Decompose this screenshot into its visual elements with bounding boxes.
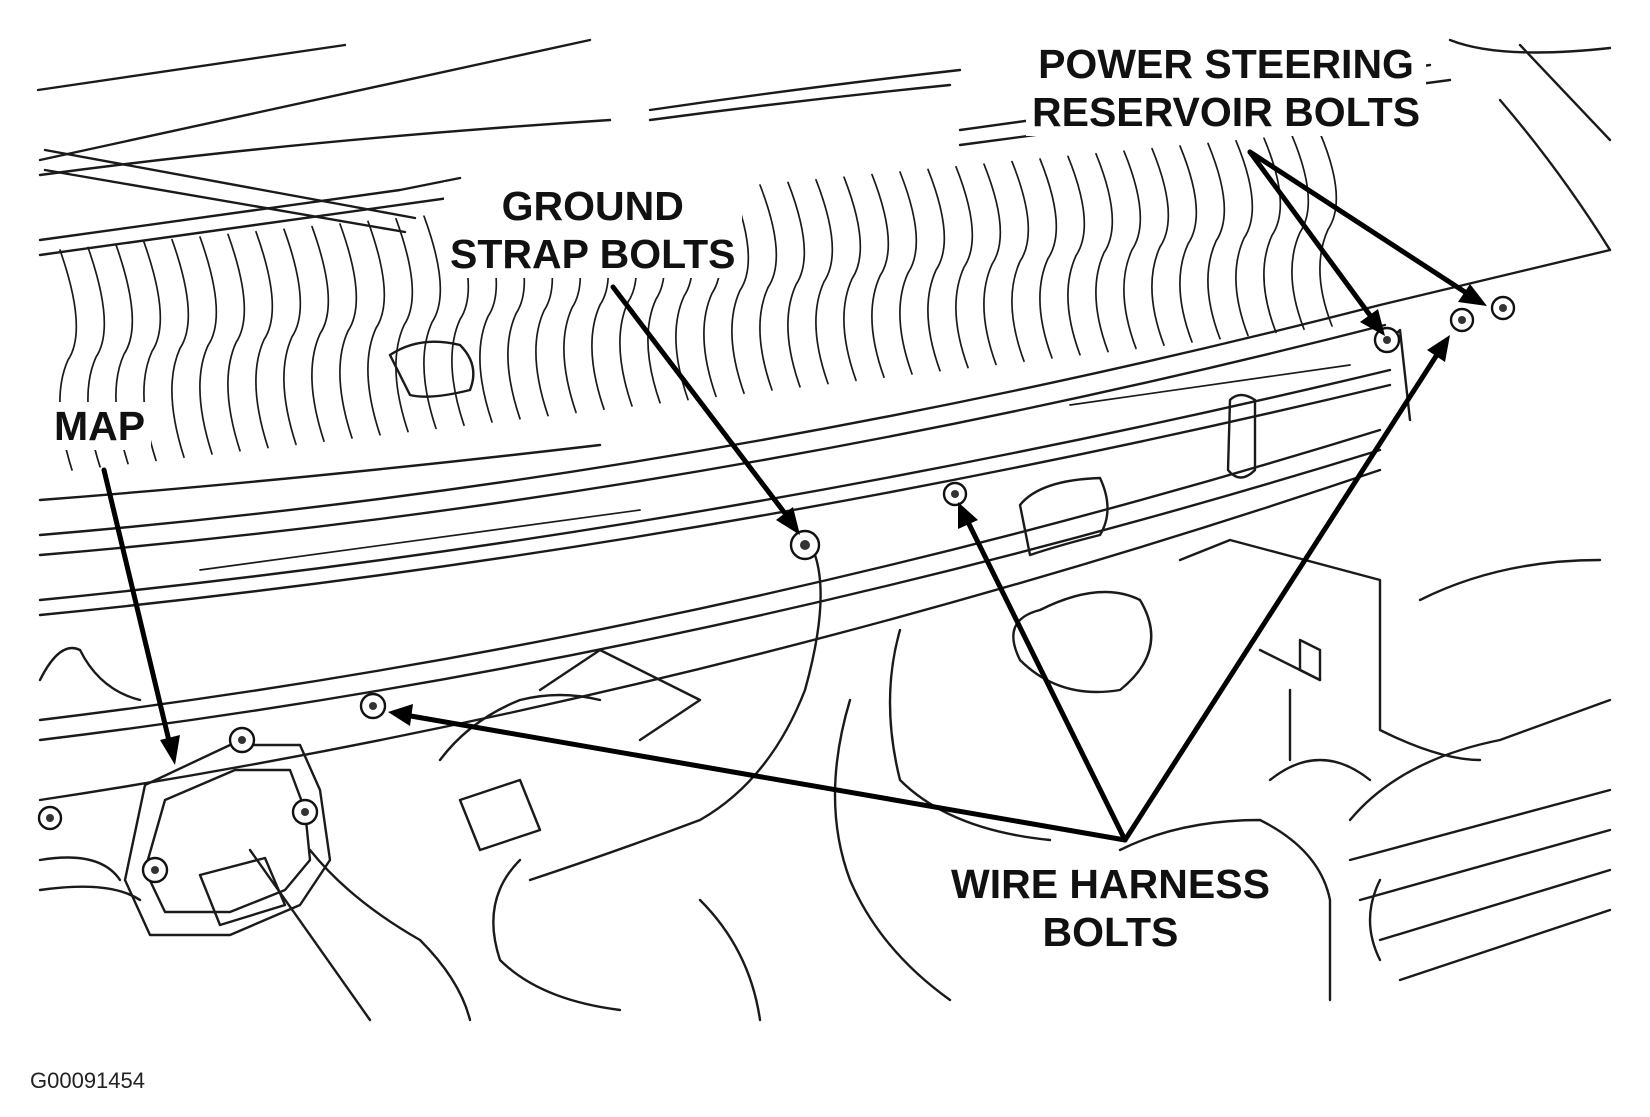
plenum-rib xyxy=(871,173,890,379)
plenum-rib xyxy=(843,176,862,382)
map-label: MAP xyxy=(48,402,152,450)
plenum-rib xyxy=(171,238,190,459)
plenum-rib xyxy=(983,163,1002,366)
plenum-rib xyxy=(759,184,778,391)
power-steering-label-line2: RESERVOIR BOLTS xyxy=(1032,89,1421,135)
plenum-rib xyxy=(1263,137,1282,334)
plenum-rib xyxy=(367,220,386,436)
plenum-rib xyxy=(339,223,358,439)
ground-strap-label-line2: STRAP BOLTS xyxy=(450,231,736,277)
plenum-rib xyxy=(955,165,974,369)
wire-harness-label-line2: BOLTS xyxy=(1042,909,1179,955)
plenum-rib xyxy=(731,186,750,395)
plenum-rib xyxy=(1011,160,1030,363)
plenum-rib xyxy=(1095,152,1114,353)
plenum-rib xyxy=(199,236,218,455)
manifold-rails xyxy=(38,248,1612,802)
plenum-rib xyxy=(1151,147,1170,347)
bolts xyxy=(37,295,1516,884)
plenum-ribs xyxy=(59,132,1338,471)
plenum-rib xyxy=(1067,155,1086,356)
plenum-rib xyxy=(1123,150,1142,350)
plenum-rib xyxy=(1319,132,1338,327)
plenum-rib xyxy=(1179,145,1198,343)
plenum-rib xyxy=(1291,134,1310,331)
plenum-rib xyxy=(899,171,918,375)
map-label-text: MAP xyxy=(54,403,146,449)
plenum-rib xyxy=(227,233,246,452)
plenum-rib xyxy=(255,230,274,449)
plenum-rib xyxy=(423,215,442,430)
wire-harness-label-line1: WIRE HARNESS xyxy=(951,861,1270,907)
lower-components xyxy=(38,538,1612,1022)
plenum-rib xyxy=(283,228,302,446)
plenum-rib xyxy=(1207,142,1226,340)
wire-harness-bolts-label: WIRE HARNESS BOLTS xyxy=(945,860,1276,956)
plenum-rib xyxy=(1235,139,1254,337)
power-steering-reservoir-bolts-label: POWER STEERING RESERVOIR BOLTS xyxy=(1026,40,1427,136)
plenum-rib xyxy=(815,178,834,385)
power-steering-label-line1: POWER STEERING xyxy=(1038,41,1414,87)
plenum-rib xyxy=(787,181,806,388)
ground-strap-label-line1: GROUND xyxy=(501,183,684,229)
map-sensor xyxy=(123,743,332,937)
plenum-rib xyxy=(927,168,946,372)
leader-arrows xyxy=(101,149,1487,843)
ground-strap-bolts-label: GROUND STRAP BOLTS xyxy=(444,182,742,278)
plenum-rib xyxy=(1039,158,1058,359)
figure-id: G00091454 xyxy=(30,1068,145,1093)
plenum-rib xyxy=(311,225,330,443)
plenum-rib xyxy=(395,217,414,433)
